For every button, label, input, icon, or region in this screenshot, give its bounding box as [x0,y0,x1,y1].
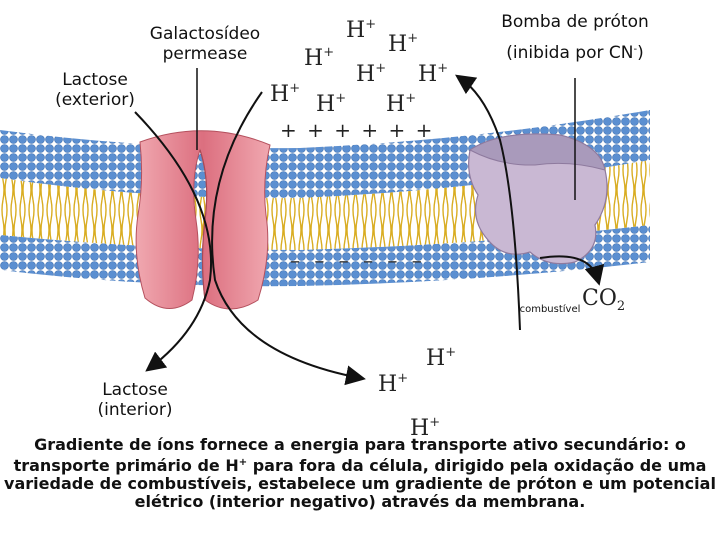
proton-ion-inside: H+ [426,345,457,371]
caption-line2: transporte primário de H+ para fora da c… [13,456,707,475]
co2-text: CO [582,286,617,311]
outside-positive-charges: + + + + + + [280,118,435,142]
lactose-interior-line2: (interior) [97,400,173,420]
caption-line1: Gradiente de íons fornece a energia para… [34,435,686,454]
lactose-exterior-line1: Lactose [62,70,128,90]
proton-ion: H+ [386,91,417,117]
lactose-exterior-line2: (exterior) [55,90,135,110]
pump-inhib-suffix: ) [637,43,644,63]
pump-inhib-prefix: (inibida por CN [506,43,634,63]
proton-influx-arrow [211,91,366,386]
proton-ion-inside: H+ [378,371,409,397]
lactose-transport-arrow [134,111,212,372]
proton-pump-label: Bomba de próton (inibida por CN-) [480,12,670,63]
proton-ion: H+ [356,61,387,87]
proton-ion: H+ [270,81,301,107]
lactose-exterior-label: Lactose (exterior) [40,70,150,110]
proton-pump-arrow [455,74,521,331]
proton-ion: H+ [418,61,449,87]
caption-line4: elétrico (interior negativo) através da … [134,492,586,511]
co2-subscript: 2 [616,299,626,314]
figure-caption: Gradiente de íons fornece a energia para… [0,436,720,511]
fuel-label: combustível [519,304,581,315]
lactose-interior-line1: Lactose [102,380,168,400]
proton-ion: H+ [346,17,377,43]
permease-label: Galactosídeo permease [120,24,290,64]
caption-line3: variedade de combustíveis, estabelece um… [4,474,716,493]
proton-pump-title: Bomba de próton [501,12,649,32]
pump-inhib-sup: - [633,44,638,55]
inside-negative-charges: – – – – – – [290,248,426,272]
proton-ion: H+ [316,91,347,117]
proton-pump-inhibitor: (inibida por CN-) [480,40,670,63]
proton-ion: H+ [304,45,335,71]
permease-label-line1: Galactosídeo [149,24,261,44]
permease-label-line2: permease [162,44,248,64]
fuel-oxidation-arrow [539,255,605,286]
lactose-interior-label: Lactose (interior) [80,380,190,420]
proton-ion-inside: H+ [410,415,441,441]
co2-label: CO2 [582,288,625,318]
proton-ion: H+ [388,31,419,57]
